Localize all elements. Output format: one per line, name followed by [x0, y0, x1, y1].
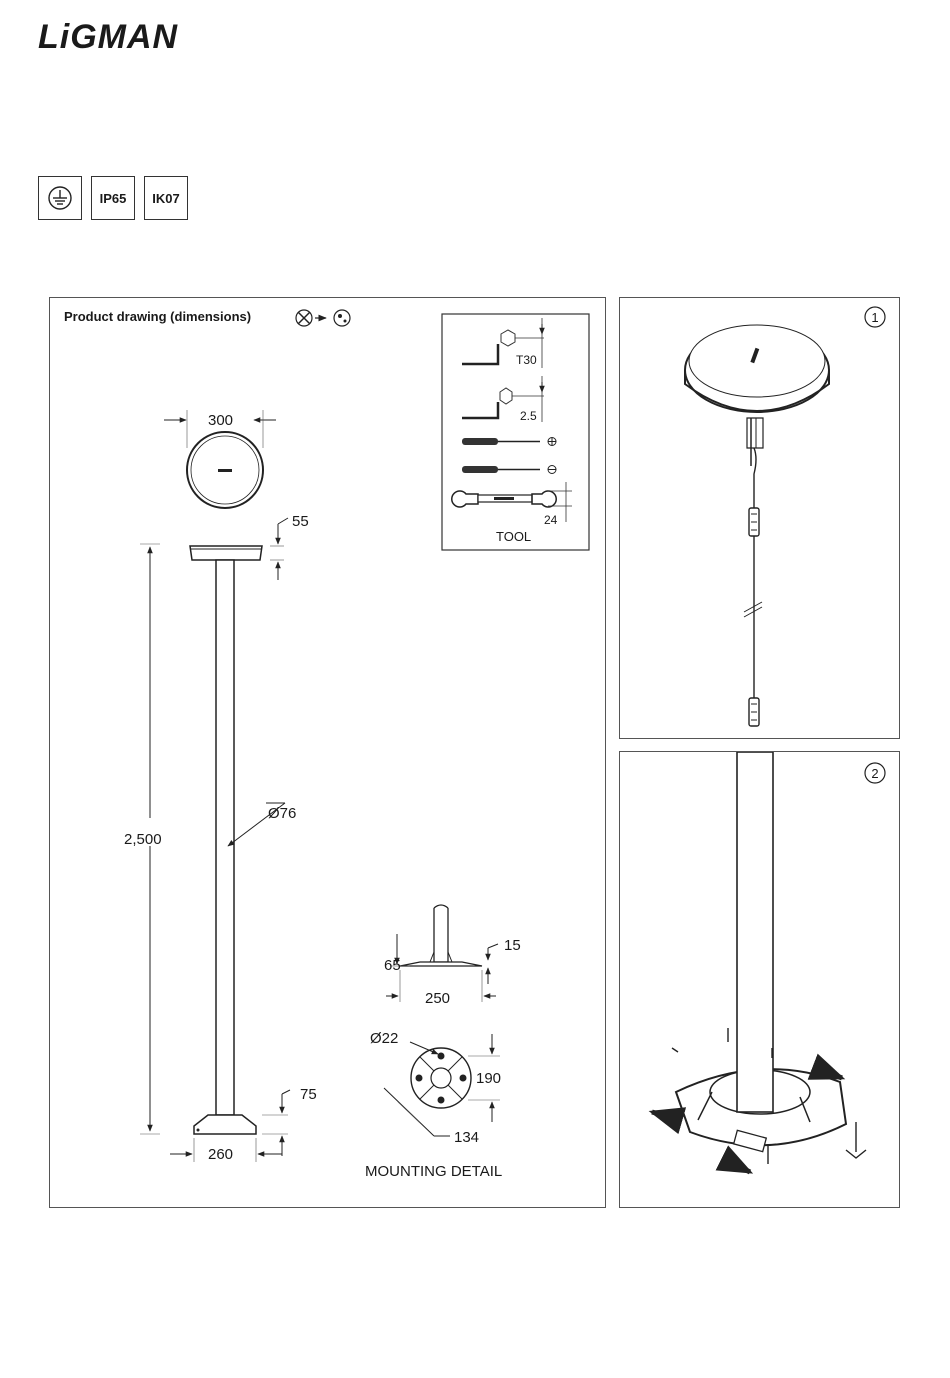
step-1-panel: 1: [619, 297, 900, 739]
step-number-badge: 2: [865, 763, 885, 783]
hole-diameter-dimension: Ø22: [370, 1030, 398, 1047]
tool-swap-icon: [296, 310, 350, 326]
top-diameter-dimension: 300: [208, 412, 233, 429]
ip-rating-badge: IP65: [91, 176, 135, 220]
pole-diameter-dimension: Ø76: [268, 805, 296, 822]
step-1-illustration: 1: [620, 298, 901, 740]
ik-rating-badge: IK07: [144, 176, 188, 220]
luminaire-head: [190, 518, 288, 580]
total-height-dimension: 2,500: [124, 831, 162, 848]
plate-thickness-dimension: 15: [504, 937, 521, 954]
torx-size-label: T30: [516, 353, 537, 367]
step-2-number: 2: [871, 766, 878, 781]
drawing-title: Product drawing (dimensions): [64, 309, 251, 324]
pole-with-base-cover: [676, 752, 846, 1152]
wrench-size-label: 24: [544, 513, 558, 527]
luminaire-pole: [216, 560, 285, 1115]
step-2-panel: 2: [619, 751, 900, 1208]
tool-title: TOOL: [496, 529, 531, 544]
tool-box: T30 2.5: [442, 314, 589, 550]
hex-size-label: 2.5: [520, 409, 537, 423]
earth-ground-icon: [38, 176, 82, 220]
ligman-logo: LiGMAN: [38, 18, 178, 57]
step-1-number: 1: [871, 310, 878, 325]
product-drawing-svg: Product drawing (dimensions) T30: [50, 298, 607, 1209]
mounting-flange-side: [386, 905, 498, 1002]
hole-spacing-vertical-dimension: 190: [476, 1070, 501, 1087]
plate-width-dimension: 250: [425, 990, 450, 1007]
step-2-illustration: 2: [620, 752, 901, 1209]
mounting-detail-title: MOUNTING DETAIL: [365, 1163, 502, 1180]
luminaire-head-underside: [685, 325, 829, 466]
product-drawing-panel: Product drawing (dimensions) T30: [49, 297, 606, 1208]
base-height-dimension: 75: [300, 1086, 317, 1103]
phillips-screwdriver-icon: [462, 438, 556, 446]
flange-height-dimension: 65: [384, 957, 401, 974]
hole-spacing-diagonal-dimension: 134: [454, 1129, 479, 1146]
power-cable: [744, 448, 762, 726]
head-height-dimension: 55: [292, 513, 309, 530]
base-width-dimension: 260: [208, 1146, 233, 1163]
slotted-screwdriver-icon: [462, 466, 556, 474]
step-number-badge: 1: [865, 307, 885, 327]
